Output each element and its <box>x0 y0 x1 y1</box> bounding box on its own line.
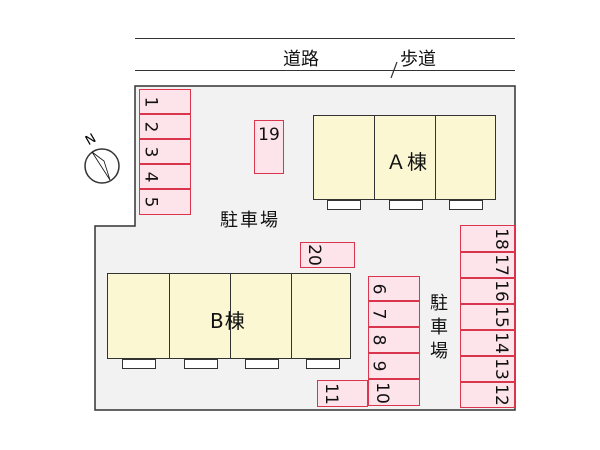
building-b-unit <box>292 274 352 358</box>
parking-stall-14: 14 <box>460 330 515 356</box>
north-compass-icon: N <box>83 131 120 184</box>
building-a-unit <box>314 116 375 199</box>
building-a-label: Ａ棟 <box>386 150 428 174</box>
parking-stall-13: 13 <box>460 356 515 382</box>
parking-stall-10: 10 <box>368 379 420 406</box>
building-b-unit <box>170 274 231 358</box>
parking-label-vertical-2: 車 <box>430 317 448 338</box>
parking-stall-11: 11 <box>317 380 368 407</box>
building-a-stoop <box>389 200 423 210</box>
building-a-stoop <box>449 200 483 210</box>
road-edge-top <box>135 38 515 39</box>
building-a-unit <box>375 116 436 199</box>
parking-stall-1: 1 <box>139 89 191 114</box>
building-a-stoop <box>327 200 361 210</box>
building-b-unit <box>231 274 292 358</box>
sidewalk-pointer <box>390 61 398 79</box>
building-a <box>313 115 496 200</box>
parking-stall-2: 2 <box>139 114 191 139</box>
parking-stall-16: 16 <box>460 278 515 304</box>
parking-stall-9: 9 <box>368 353 420 379</box>
building-b-label: B棟 <box>210 309 246 333</box>
building-b <box>107 273 351 359</box>
building-b-stoop <box>245 359 279 369</box>
parking-stall-5: 5 <box>139 189 191 215</box>
parking-stall-17: 17 <box>460 252 515 278</box>
parking-stall-4: 4 <box>139 164 191 189</box>
building-b-stoop <box>122 359 156 369</box>
building-b-stoop <box>184 359 218 369</box>
parking-stall-6: 6 <box>368 276 420 301</box>
parking-stall-18: 18 <box>460 225 515 252</box>
parking-stall-20: 20 <box>300 242 355 268</box>
compass-north-letter: N <box>83 131 99 149</box>
building-a-unit <box>436 116 497 199</box>
parking-label-vertical-3: 場 <box>430 341 448 362</box>
road-edge-bottom <box>135 70 515 71</box>
parking-stall-19: 19 <box>254 120 284 174</box>
parking-stall-12: 12 <box>460 382 515 408</box>
road-label: 道路 <box>283 49 319 70</box>
parking-label: 駐車場 <box>220 210 280 231</box>
parking-stall-15: 15 <box>460 304 515 330</box>
parking-stall-7: 7 <box>368 301 420 327</box>
building-b-unit <box>108 274 170 358</box>
parking-stall-3: 3 <box>139 139 191 164</box>
parking-label-vertical-1: 駐 <box>430 293 448 314</box>
parking-stall-8: 8 <box>368 327 420 353</box>
building-b-stoop <box>306 359 340 369</box>
sidewalk-label: 歩道 <box>400 49 436 70</box>
